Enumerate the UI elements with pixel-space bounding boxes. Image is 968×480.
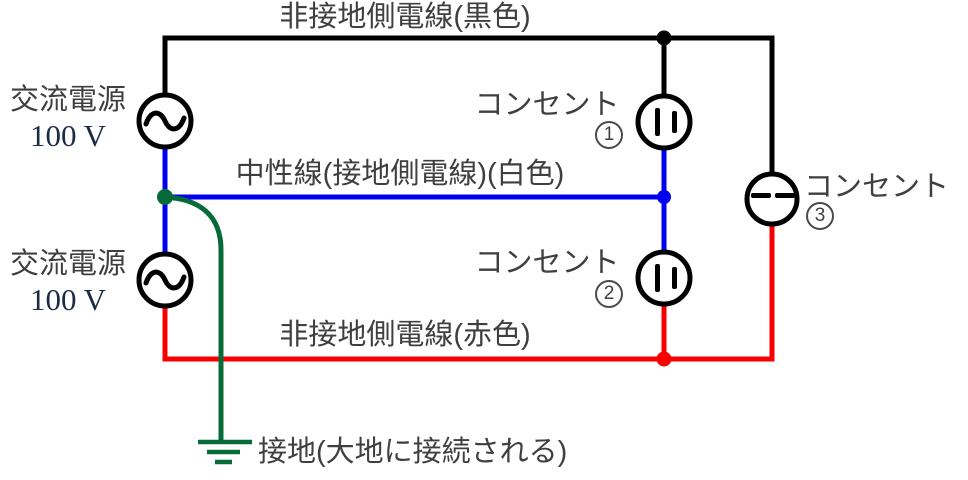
junction-dot-black [656,30,672,46]
outlet-3-dash-right [775,193,795,198]
outlet-2-prong-right [672,267,677,289]
ground-label: 接地(大地に接続される) [258,436,568,468]
ac-source-2-voltage: 100 V [29,282,107,317]
junction-dot-red [656,351,672,367]
outlet-2-prong-left [655,264,660,292]
outlet-3-symbol [744,171,800,227]
outlet-2-label: コンセント [474,247,620,279]
outlet-2-symbol [635,249,693,307]
sine-wave-icon [143,269,187,291]
ground-icon [198,439,252,465]
ac-source-2-name: 交流電源 [9,248,126,280]
outlet-1-label: コンセント [474,89,620,121]
junction-dot-green [157,189,173,205]
ac-source-1-name: 交流電源 [9,84,126,116]
outlet-3-number: 3 [806,202,834,230]
ac-source-1-label: 交流電源 100 V [0,84,136,153]
outlet-1-prong-right [672,111,677,133]
outlet-1-prong-left [655,108,660,136]
outlet-3-label: コンセント [804,171,950,203]
sine-wave-icon [143,110,187,132]
outlet-1-number: 1 [595,121,623,149]
ac-source-2-label: 交流電源 100 V [0,248,136,317]
black-wire-path [162,35,775,176]
black-wire-label: 非接地側電線(黒色) [279,1,531,33]
ground-wire-path [164,194,224,442]
ac-source-1-voltage: 100 V [29,118,107,153]
red-wire-path [162,222,775,362]
neutral-wire-label: 中性線(接地側電線)(白色) [235,158,565,190]
outlet-1-symbol [635,93,693,151]
outlet-3-dash-left [751,193,771,198]
junction-dot-blue [657,190,671,204]
outlet-2-number: 2 [595,280,623,308]
red-wire-label: 非接地側電線(赤色) [279,319,531,351]
